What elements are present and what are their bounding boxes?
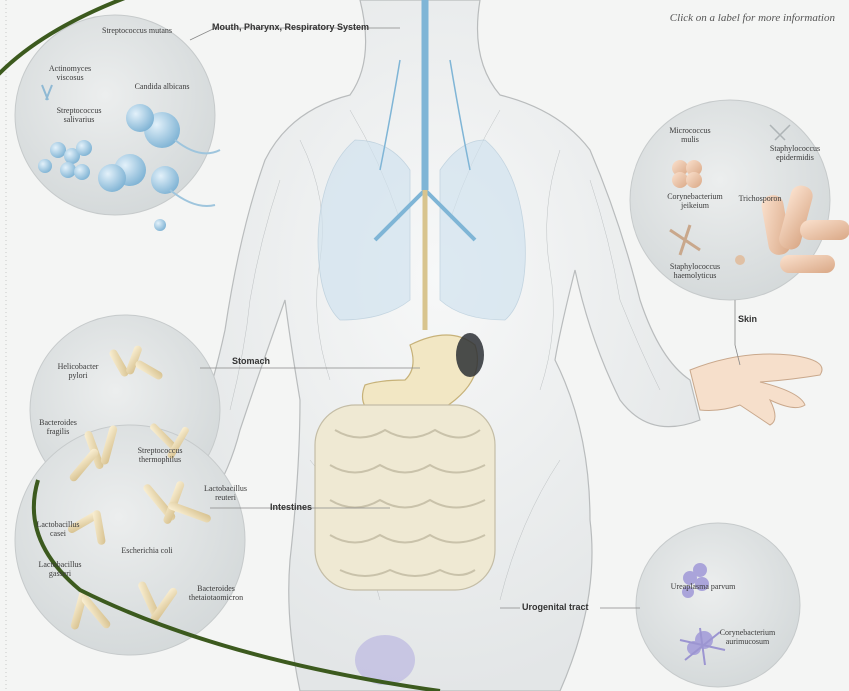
gut-bacterium-label[interactable]: Lactobacillus casei <box>28 520 88 538</box>
intestines-organ <box>315 405 495 590</box>
spleen <box>456 333 484 377</box>
skin-bacterium-label[interactable]: Staphylococcus haemolyticus <box>655 262 735 280</box>
gut-bacterium-label[interactable]: Escherichia coli <box>112 546 182 555</box>
urogenital-bacterium-label[interactable]: Ureaplasma parvum <box>668 582 738 591</box>
skin-bacterium-label[interactable]: Micrococcus mulis <box>660 126 720 144</box>
mouth-bacterium-label[interactable]: Streptococcus mutans <box>102 26 172 35</box>
instruction-text: Click on a label for more information <box>670 12 835 24</box>
label-mouth-pharynx-respiratory[interactable]: Mouth, Pharynx, Respiratory System <box>212 22 369 32</box>
mouth-bacterium-label[interactable]: Streptococcus salivarius <box>44 106 114 124</box>
gut-bacterium-label[interactable]: Lactobacillus reuteri <box>198 484 253 502</box>
label-skin[interactable]: Skin <box>738 314 757 324</box>
skin-bacterium-label[interactable]: Corynebacterium jeikeium <box>655 192 735 210</box>
skin-bacterium-label[interactable]: Trichosporon <box>730 194 790 203</box>
label-intestines[interactable]: Intestines <box>270 502 312 512</box>
skin-bacterium-label[interactable]: Staphylococcus epidermidis <box>755 144 835 162</box>
mouth-bacterium-label[interactable]: Actinomyces viscosus <box>40 64 100 82</box>
label-stomach[interactable]: Stomach <box>232 356 270 366</box>
gut-bacterium-label[interactable]: Bacteroides fragilis <box>28 418 88 436</box>
urogenital-circle[interactable] <box>636 523 800 687</box>
label-urogenital-tract[interactable]: Urogenital tract <box>522 602 589 612</box>
hand <box>690 354 822 425</box>
gut-bacterium-label[interactable]: Bacteroides thetaiotaomicron <box>176 584 256 602</box>
gut-bacterium-label[interactable]: Streptococcus thermophilus <box>120 446 200 464</box>
urogenital-bacterium-label[interactable]: Corynebacterium aurimucosum <box>705 628 790 646</box>
gut-bacterium-label[interactable]: Helicobacter pylori <box>48 362 108 380</box>
gut-bacterium-label[interactable]: Lactobacillus gasseri <box>30 560 90 578</box>
mouth-bacterium-label[interactable]: Candida albicans <box>132 82 192 91</box>
